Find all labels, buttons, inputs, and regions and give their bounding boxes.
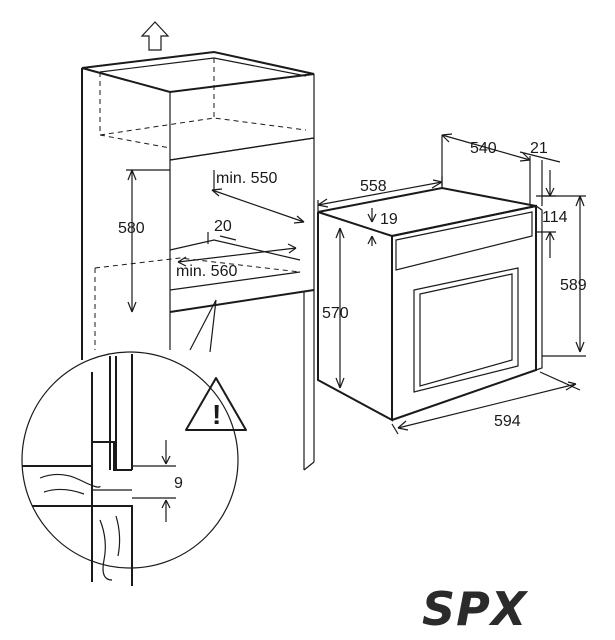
label-cabinet-height: 580: [118, 220, 145, 237]
label-oven-height: 589: [560, 277, 587, 294]
label-oven-depth: 558: [360, 178, 387, 195]
label-top-offset: 114: [542, 209, 568, 226]
label-cabinet-gap: 20: [214, 218, 232, 235]
label-oven-width: 594: [494, 413, 521, 430]
warning-symbol: !: [212, 399, 221, 430]
callout-pointer: [189, 299, 217, 353]
brand-logo: SPX: [422, 582, 529, 636]
label-cabinet-width-min: min. 560: [176, 263, 237, 280]
cabinet-dimension-lines: [126, 169, 305, 313]
oven-dimension-lines: [317, 133, 586, 435]
cabinet: [81, 50, 315, 471]
detail-circle: [21, 351, 239, 586]
oven: [317, 186, 543, 422]
up-arrow-icon: [140, 21, 170, 51]
label-door-offset: 21: [530, 140, 548, 157]
label-detail-gap: 9: [174, 475, 183, 492]
label-oven-body-depth: 540: [470, 140, 497, 157]
warning-triangle-icon: !: [185, 377, 247, 431]
label-oven-body-height: 570: [322, 305, 349, 322]
label-panel-offset: 19: [380, 211, 398, 228]
label-cabinet-depth-min: min. 550: [216, 170, 277, 187]
